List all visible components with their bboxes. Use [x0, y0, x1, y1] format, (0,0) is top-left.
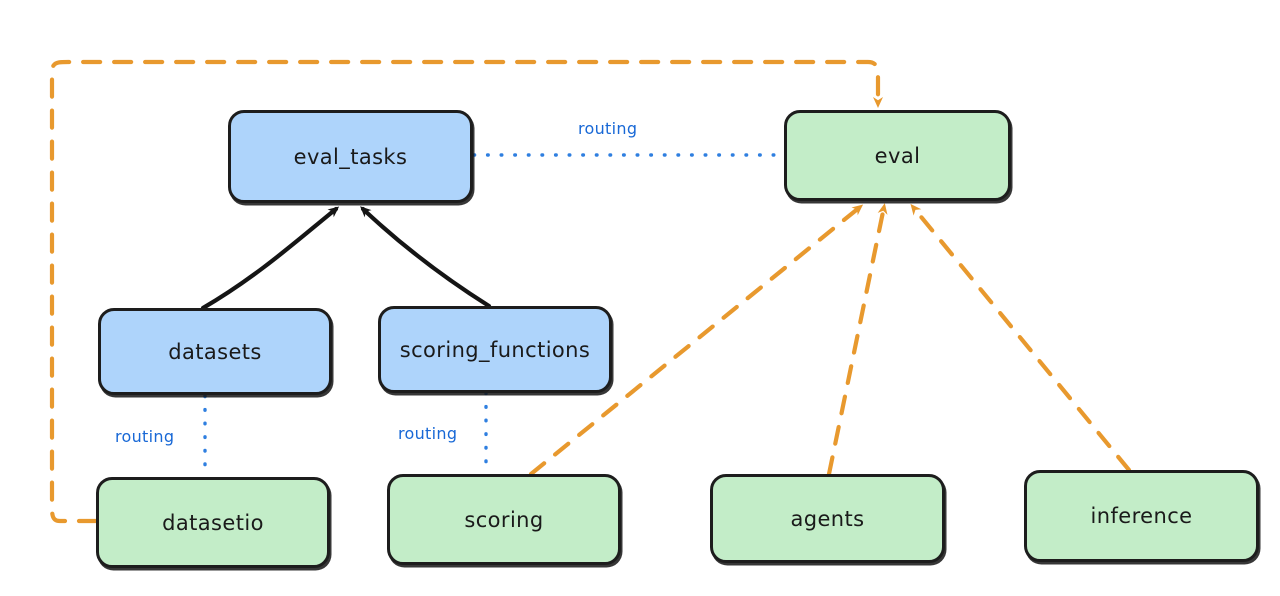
edge-scoring_functions-to-eval_tasks	[360, 206, 492, 309]
edge-label-routing-scoring_functions-scoring: routing	[398, 424, 458, 443]
edge-label-routing-eval_tasks-eval: routing	[578, 119, 638, 138]
node-eval_tasks[interactable]: eval_tasks	[228, 110, 473, 203]
node-label-eval_tasks: eval_tasks	[293, 144, 408, 169]
node-scoring_functions[interactable]: scoring_functions	[378, 306, 612, 393]
node-label-inference: inference	[1090, 504, 1193, 528]
node-label-scoring_functions: scoring_functions	[399, 337, 591, 362]
node-scoring[interactable]: scoring	[387, 474, 621, 565]
node-label-scoring: scoring	[464, 507, 544, 532]
node-datasets[interactable]: datasets	[98, 308, 332, 395]
edge-label-routing-datasets-datasetio: routing	[115, 427, 175, 446]
node-label-eval: eval	[874, 143, 921, 168]
node-inference[interactable]: inference	[1024, 470, 1259, 562]
node-label-agents: agents	[790, 506, 865, 531]
node-label-datasetio: datasetio	[162, 510, 264, 535]
node-label-datasets: datasets	[168, 339, 262, 364]
edge-inference-to-eval	[910, 203, 1132, 473]
node-eval[interactable]: eval	[784, 110, 1011, 201]
edge-agents-to-eval	[826, 203, 888, 477]
node-datasetio[interactable]: datasetio	[96, 477, 330, 568]
edge-datasets-to-eval_tasks	[200, 206, 340, 311]
node-agents[interactable]: agents	[710, 474, 945, 563]
